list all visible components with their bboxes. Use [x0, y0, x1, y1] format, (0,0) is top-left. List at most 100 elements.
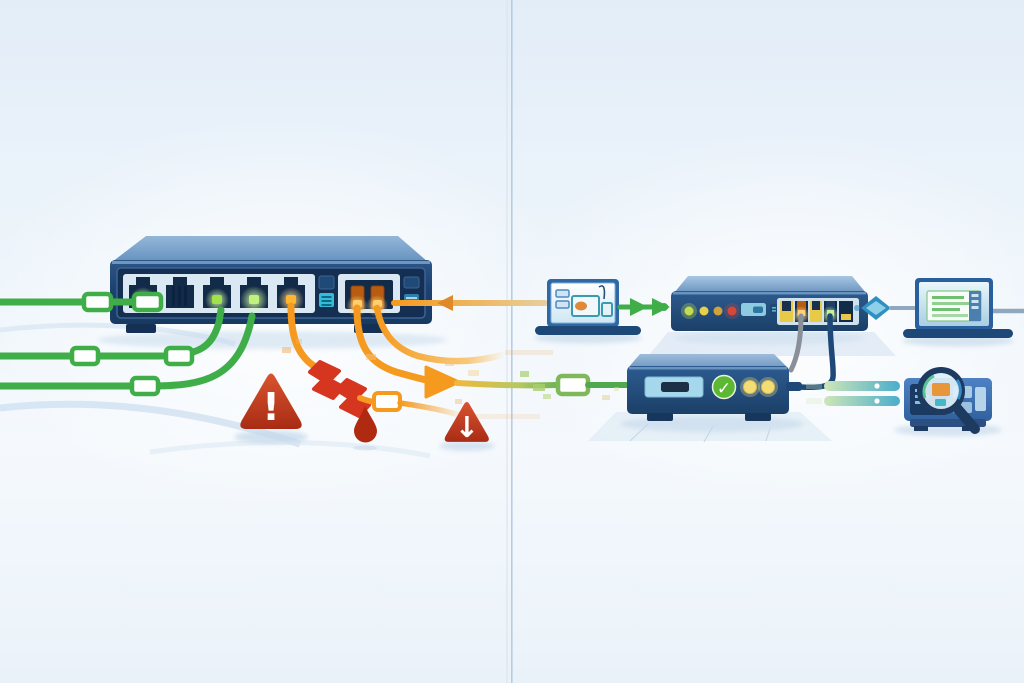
router-front-highlight	[673, 292, 866, 295]
lens-ring-blue	[955, 379, 962, 400]
bar-lead	[806, 383, 822, 389]
stylus-icon	[598, 285, 606, 300]
check-glyph: ✓	[717, 379, 731, 399]
warning-triangle-shape	[240, 373, 302, 429]
port-2-grille	[172, 286, 187, 306]
laptop-logs	[903, 278, 1013, 338]
log-line	[932, 302, 972, 305]
ui-tile	[601, 302, 613, 317]
rj45-connector	[69, 345, 101, 367]
router	[671, 276, 868, 331]
warning-triangle-icon: !	[240, 373, 302, 429]
led-halo	[724, 303, 740, 319]
router-led-green	[684, 306, 694, 316]
green-cable-3	[0, 312, 256, 397]
tester-foot-right	[745, 413, 771, 421]
warning-triangle-shape	[444, 401, 489, 442]
log-line	[932, 314, 968, 317]
port4-led	[249, 295, 259, 304]
sidebar-line	[971, 300, 979, 303]
down-arrow-glyph: ↓	[455, 410, 479, 444]
panel-divider	[511, 0, 513, 683]
aux-line	[772, 307, 776, 309]
switch-foot-left	[126, 324, 156, 333]
blue-cable-plug	[786, 382, 802, 391]
port-insert	[812, 301, 820, 310]
rj45-connector	[129, 375, 161, 397]
magnifier-icon	[917, 367, 980, 434]
triangle1-shadow	[234, 430, 308, 444]
log-line	[932, 296, 964, 299]
router-led-red	[727, 306, 737, 316]
warning-triangle-down-icon: ↓	[444, 401, 489, 444]
switch-indicator-dark	[318, 275, 335, 290]
panel-divider-highlight	[506, 0, 508, 683]
triangle2-shadow	[439, 441, 495, 451]
router-led-yellow	[699, 306, 709, 316]
status-check-circle	[711, 374, 737, 400]
switch-aux-dark	[403, 276, 420, 289]
broken-cable-piece-a	[308, 360, 345, 400]
uplink2-led	[373, 300, 382, 307]
tester-display-pill	[661, 382, 689, 392]
laptop-dashboard	[535, 279, 641, 335]
orange-cable-uplink1	[353, 304, 430, 384]
lens-ring-green	[922, 374, 935, 399]
tester-led-yellow	[743, 380, 757, 394]
ui-card	[555, 289, 570, 298]
switch-top-face	[112, 236, 428, 262]
laptop2-shadow	[902, 335, 1014, 347]
network-switch	[110, 236, 432, 333]
diagnostic-cable-gradient	[454, 380, 561, 389]
switch-front-highlight	[112, 261, 430, 264]
gray-cable	[788, 313, 804, 373]
stream-dot	[874, 398, 880, 404]
router-shadow	[675, 331, 865, 345]
tester-led-yellow	[761, 380, 775, 394]
flow-arrowhead-icon	[424, 365, 461, 399]
diamond-tail-node	[854, 305, 860, 311]
leak-droplet-icon	[354, 406, 377, 443]
analyzer-key	[975, 387, 986, 411]
lens-content-teal	[935, 399, 946, 406]
green-cable-2	[0, 306, 225, 367]
router-aux-indicator	[770, 304, 778, 315]
laptop2-base	[903, 329, 1013, 338]
indicator-lines	[321, 296, 332, 306]
orange-cable-port5	[287, 302, 318, 370]
droplet-shadow	[353, 445, 377, 451]
swoosh-line	[149, 439, 431, 459]
led-halo	[681, 303, 697, 319]
log-line	[932, 308, 960, 311]
broken-cable-piece-b	[335, 378, 371, 418]
cable-tester: ✓	[627, 354, 802, 421]
router-led-amber	[713, 306, 723, 316]
stream-bar	[824, 396, 900, 406]
tester-top-face	[628, 354, 788, 368]
laptop1-base	[535, 326, 641, 335]
port-insert	[782, 301, 791, 311]
rj45-connector-orange	[372, 391, 402, 412]
port3-led	[212, 295, 222, 304]
rj45-connector-green	[555, 373, 591, 397]
analyzer-foot	[914, 426, 928, 431]
green-cable-2-line	[0, 306, 225, 360]
data-bits	[282, 339, 619, 419]
diamond-connector-icon	[854, 296, 891, 320]
ui-card	[555, 300, 570, 309]
plug-led	[798, 310, 805, 316]
green-link	[617, 298, 670, 316]
sidebar-line	[971, 306, 979, 309]
packet-analyzer	[904, 367, 992, 434]
ui-blob	[575, 301, 587, 311]
broken-cable	[308, 360, 469, 420]
orange-cable-uplink2-fading	[373, 304, 510, 365]
sidebar-line	[971, 294, 979, 297]
green-cable-1	[0, 291, 164, 313]
plug-led	[827, 310, 834, 316]
data-stream-bars	[806, 381, 900, 406]
router-display-pill	[753, 306, 763, 313]
port5-led	[286, 295, 296, 304]
lens-content-orange	[932, 383, 950, 396]
